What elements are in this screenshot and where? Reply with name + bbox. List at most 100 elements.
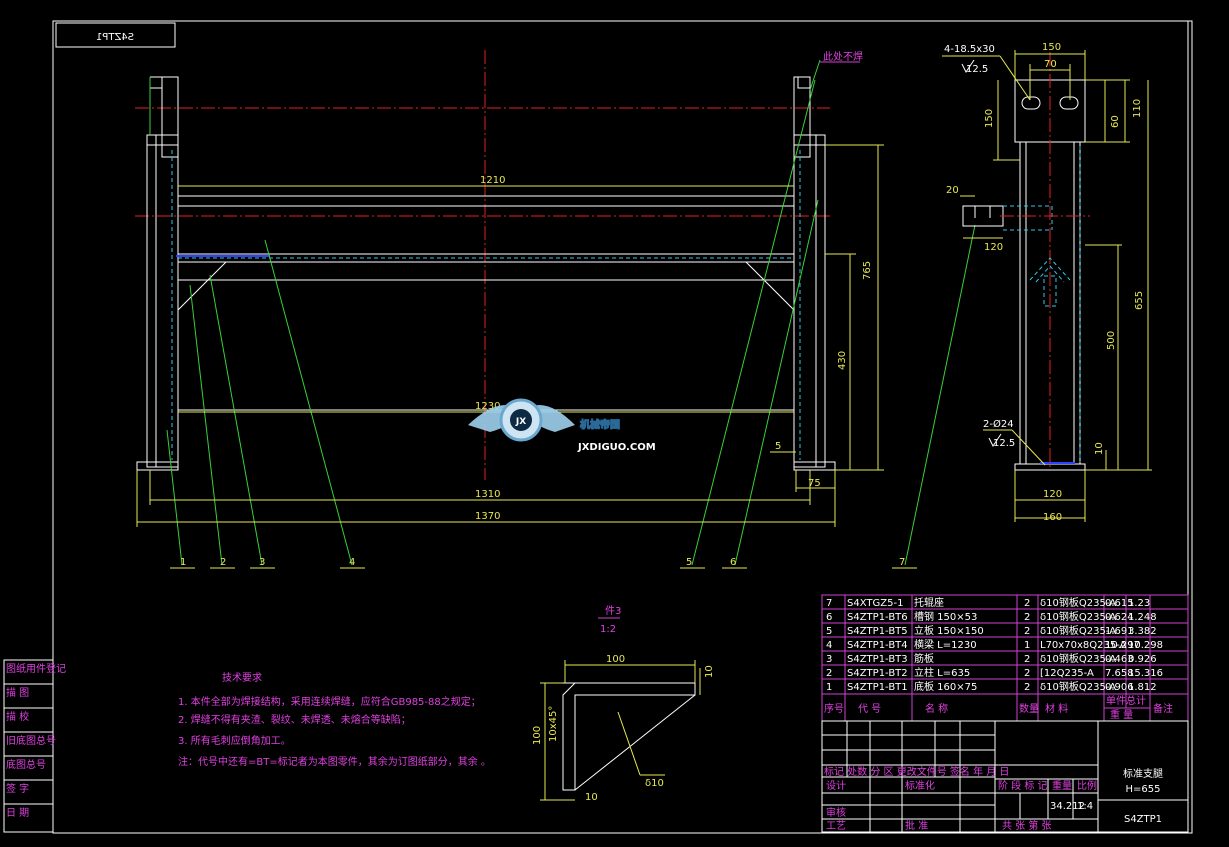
detail-dim-10-right: 10	[704, 665, 715, 678]
bom-cell-unit: 0.463	[1105, 654, 1134, 665]
dim-1370: 1370	[475, 511, 500, 522]
bom-cell-qty: 2	[1024, 654, 1030, 665]
dim-500: 500	[1106, 331, 1117, 350]
dim-765: 765	[862, 261, 873, 280]
slot-callout: 4-18.5x30	[944, 44, 995, 55]
bom-cell-no: 4	[826, 640, 832, 651]
bom-cell-name: 立板 150×150	[914, 624, 984, 637]
bom-cell-total: 0.926	[1128, 654, 1157, 665]
detail-title: 件3	[605, 605, 621, 617]
tb-standard: 标准化	[905, 779, 935, 792]
bom-cell-qty: 2	[1024, 626, 1030, 637]
balloon-4: 4	[349, 557, 355, 568]
strip-5: 签 字	[6, 782, 29, 795]
svg-text:JX: JX	[515, 417, 526, 427]
bom-cell-unit: 1.691	[1105, 626, 1134, 637]
note-no-weld: 此处不焊	[823, 50, 863, 63]
bom-cell-name: 底板 160×75	[914, 680, 977, 693]
bom-header-0: 序号	[824, 702, 844, 715]
bom-header-1: 代 号	[858, 703, 881, 715]
bom-cell-qty: 2	[1024, 598, 1030, 609]
bom-cell-material: δ10钢板Q235-A	[1040, 610, 1116, 623]
tech-note: 注：代号中还有=BT=标记者为本图零件，其余为订图纸部分，其余 。	[178, 755, 491, 768]
strip-1: 描 图	[6, 686, 29, 699]
dim-75: 75	[808, 478, 821, 489]
bom-cell-no: 1	[826, 682, 832, 693]
tech-title: 技术要求	[222, 671, 262, 684]
mirrored-code: S4ZTP1	[96, 32, 134, 43]
bom-cell-qty: 2	[1024, 612, 1030, 623]
strip-4: 底图总号	[6, 758, 46, 771]
bom-header-7: 备注	[1153, 702, 1173, 715]
strip-2: 描 校	[6, 710, 29, 723]
bom-cell-no: 7	[826, 598, 832, 609]
bom-cell-code: S4ZTP1-BT6	[847, 612, 908, 623]
tech-item-1: 1. 本件全部为焊接结构，采用连续焊缝，应符合GB985-88之规定；	[178, 695, 481, 708]
bom-cell-name: 横梁 L=1230	[914, 638, 977, 651]
roughness-1: 12.5	[966, 64, 988, 75]
side-view: 150 70 110 60 150 20 120 655 500 10 120 …	[942, 42, 1152, 523]
tb-weight-label: 重量	[1052, 779, 1072, 792]
dim-5: 5	[775, 441, 781, 452]
balloon-3: 3	[259, 557, 265, 568]
detail-dim-100-v: 100	[532, 726, 543, 745]
strip-6: 日 期	[6, 807, 29, 819]
balloon-5: 5	[686, 557, 692, 568]
site-logo: JX 机械帝国 JXDIGUO.COM	[468, 398, 656, 453]
bom-header-6: 重 量	[1110, 708, 1133, 721]
drawing-frame	[52, 20, 1193, 834]
bom-cell-unit: 10.297	[1105, 640, 1140, 651]
detail-scale: 1:2	[600, 624, 616, 635]
bom-cell-no: 3	[826, 654, 832, 665]
bom-header-3: 数量	[1019, 702, 1039, 715]
bom-cell-qty: 1	[1024, 640, 1030, 651]
detail-view: 件3 1:2 100 10 100 10x45° 10 δ10	[532, 605, 715, 803]
tb-design: 设计	[826, 779, 846, 792]
bom-cell-material: δ10钢板Q235-A	[1040, 680, 1116, 693]
bom-cell-code: S4ZTP1-BT2	[847, 668, 908, 679]
roughness-2: 12.5	[993, 438, 1015, 449]
bom-cell-unit: 0.906	[1105, 682, 1134, 693]
bom-cell-total: 1.248	[1128, 612, 1157, 623]
dim-20: 20	[946, 185, 959, 196]
bom-cell-material: L70x70x8Q235-A	[1040, 640, 1127, 651]
detail-thickness: δ10	[645, 778, 664, 789]
bom-cell-material: [12Q235-A	[1040, 668, 1094, 679]
detail-dim-10-bottom: 10	[585, 792, 598, 803]
bom-cell-code: S4ZTP1-BT3	[847, 654, 908, 665]
tb-process: 工艺	[826, 820, 846, 832]
dim-120-base: 120	[1043, 489, 1062, 500]
bom-table	[821, 594, 1189, 722]
dim-10-side: 10	[1094, 442, 1105, 455]
dim-110: 110	[1132, 99, 1143, 118]
bom-cell-name: 槽钢 150×53	[914, 610, 977, 623]
bom-cell-material: δ10钢板Q235-A	[1040, 652, 1116, 665]
bom-cell-code: S4ZTP1-BT1	[847, 682, 908, 693]
strip-0: 图纸用件登记	[6, 662, 66, 675]
balloon-6: 6	[730, 557, 736, 568]
front-view: 1 2 3 4 5 6 7 此处不焊 121	[135, 50, 976, 569]
dim-60: 60	[1110, 115, 1121, 128]
tech-item-3: 3. 所有毛刺应倒角加工。	[178, 734, 291, 747]
bom-cell-name: 立柱 L=635	[914, 666, 970, 679]
dim-160: 160	[1043, 512, 1062, 523]
bom-header-5: 单件总计	[1106, 694, 1146, 707]
bom-cell-code: S4ZTP1-BT5	[847, 626, 908, 637]
dim-70: 70	[1044, 59, 1057, 70]
tb-sheets: 共 张 第 张	[1002, 819, 1052, 832]
bom-cell-material: δ10钢板Q235-A	[1040, 624, 1116, 637]
bom-header-4: 材 料	[1045, 702, 1068, 715]
tech-item-2: 2. 焊缝不得有夹渣、裂纹、未焊透、未熔合等缺陷；	[178, 713, 411, 726]
dim-150-top: 150	[1042, 42, 1061, 53]
tb-part-name-1: 标准支腿	[1123, 768, 1163, 780]
tb-rev-labels: 标记 处数 分 区 更改文件号 签名 年 月 日	[824, 765, 1009, 778]
bom-cell-unit: 0.624	[1105, 612, 1134, 623]
tb-part-name-2: H=655	[1126, 784, 1161, 795]
bom-cell-no: 5	[826, 626, 832, 637]
bom-cell-no: 6	[826, 612, 832, 623]
logo-text-en: JXDIGUO.COM	[577, 442, 656, 453]
tech-requirements: 技术要求 1. 本件全部为焊接结构，采用连续焊缝，应符合GB985-88之规定；…	[178, 671, 491, 768]
bom-cell-unit: 7.658	[1105, 668, 1134, 679]
bom-cell-name: 筋板	[914, 652, 934, 665]
